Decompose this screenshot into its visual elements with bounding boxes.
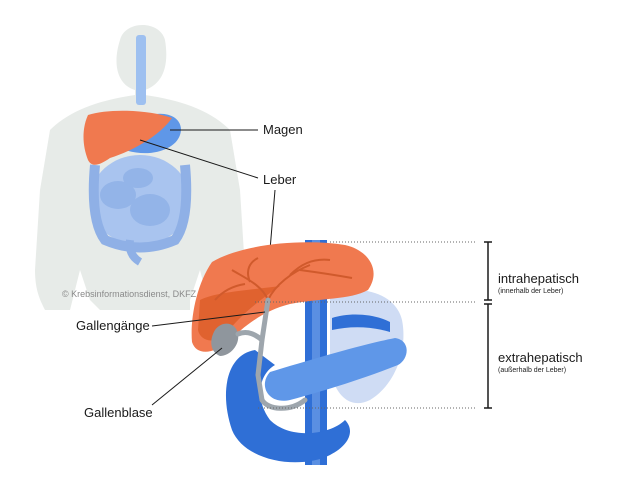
liver-small <box>83 110 172 165</box>
label-magen: Magen <box>263 122 303 137</box>
leader-leber-detail <box>269 189 276 251</box>
bile-ducts-intra <box>214 257 353 301</box>
esophagus <box>136 35 146 105</box>
gallbladder <box>211 323 239 356</box>
pancreas <box>264 338 407 401</box>
bracket-extra <box>484 303 492 409</box>
label-gallenblase: Gallenblase <box>84 405 153 420</box>
leader-gallengaenge <box>151 311 266 327</box>
stomach-band <box>332 314 390 332</box>
bile-ducts-extra <box>235 297 308 411</box>
leader-leber <box>139 139 259 179</box>
copyright-notice: © Krebsinformationsdienst, DKFZ <box>62 289 197 299</box>
bracket-intra <box>484 241 492 301</box>
label-intrahepatisch: intrahepatisch <box>498 271 579 286</box>
vessel-highlight <box>312 240 320 465</box>
label-leber: Leber <box>263 172 297 187</box>
liver-large <box>191 242 374 352</box>
label-intrahepatisch-sub: (innerhalb der Leber) <box>498 288 564 295</box>
intestines <box>88 155 192 266</box>
label-extrahepatisch-sub: (außerhalb der Leber) <box>498 367 567 374</box>
label-extrahepatisch: extrahepatisch <box>498 350 583 365</box>
leader-gallenblase <box>151 347 223 406</box>
label-gallengaenge: Gallengänge <box>76 318 150 333</box>
